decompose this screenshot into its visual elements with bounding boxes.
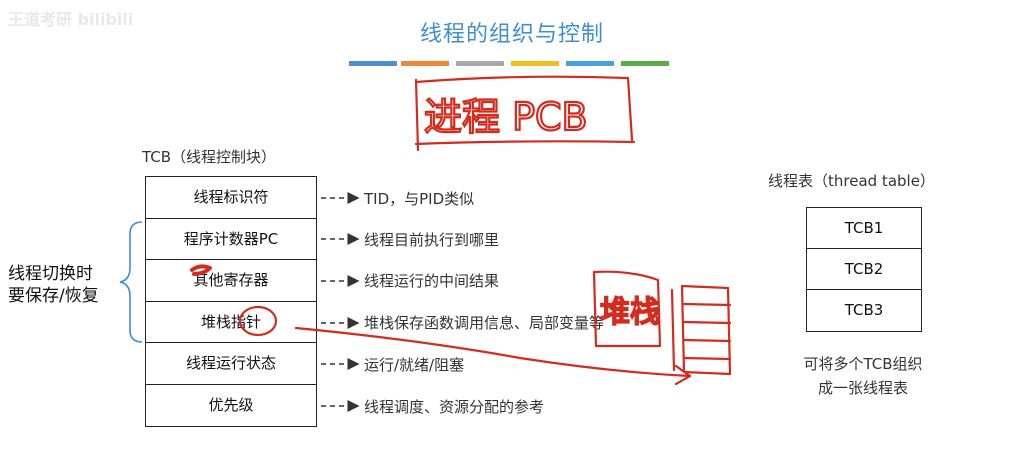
desc-thread-id: TID，与PID类似 bbox=[364, 190, 475, 208]
tcb-row-stack-pointer: 堆栈指针 bbox=[146, 302, 316, 343]
tcb-caption: TCB（线程控制块） bbox=[142, 148, 277, 166]
color-bar-2 bbox=[401, 61, 449, 66]
tcb-row-thread-id: 线程标识符 bbox=[146, 177, 316, 219]
tcb-table: 线程标识符 程序计数器PC 其他寄存器 堆栈指针 线程运行状态 优先级 bbox=[145, 176, 317, 427]
thread-table-note-line2: 成一张线程表 bbox=[817, 379, 908, 397]
thread-table-row-tcb1: TCB1 bbox=[807, 208, 921, 249]
desc-program-counter: 线程目前执行到哪里 bbox=[364, 231, 500, 249]
watermark: 王道考研 bilibili bbox=[8, 10, 134, 29]
switch-note-line1: 线程切换时 bbox=[8, 264, 93, 284]
desc-priority: 线程调度、资源分配的参考 bbox=[364, 398, 545, 416]
color-bar-5 bbox=[566, 61, 614, 66]
handwritten-pcb: 进程 PCB bbox=[424, 95, 588, 139]
slide-title: 线程的组织与控制 bbox=[419, 22, 604, 47]
desc-other-registers: 线程运行的中间结果 bbox=[364, 272, 500, 290]
color-bar-3 bbox=[456, 61, 504, 66]
handwritten-annotations bbox=[190, 75, 732, 386]
handwritten-stack: 堆栈 bbox=[600, 295, 660, 330]
thread-table-note: 可将多个TCB组织 成一张线程表 bbox=[770, 352, 956, 400]
switch-brace bbox=[119, 221, 143, 343]
thread-table-row-tcb2: TCB2 bbox=[807, 249, 921, 290]
desc-stack-pointer: 堆栈保存函数调用信息、局部变量等 bbox=[364, 314, 605, 332]
color-bar-1 bbox=[349, 61, 397, 66]
tcb-row-thread-state: 线程运行状态 bbox=[146, 343, 316, 385]
thread-table-note-line1: 可将多个TCB组织 bbox=[803, 355, 923, 373]
tcb-row-other-registers: 其他寄存器 bbox=[146, 260, 316, 302]
switch-note: 线程切换时 要保存/恢复 bbox=[8, 263, 99, 307]
color-bar-4 bbox=[511, 61, 559, 66]
color-bar-6 bbox=[621, 61, 669, 66]
thread-table-row-tcb3: TCB3 bbox=[844, 301, 884, 319]
thread-table: TCB1 TCB2 TCB3 bbox=[806, 207, 922, 332]
thread-table-caption: 线程表（thread table） bbox=[768, 172, 935, 190]
tcb-row-priority: 优先级 bbox=[208, 395, 254, 414]
tcb-row-program-counter: 程序计数器PC bbox=[146, 219, 316, 260]
switch-note-line2: 要保存/恢复 bbox=[8, 286, 99, 306]
desc-thread-state: 运行/就绪/阻塞 bbox=[364, 356, 465, 374]
